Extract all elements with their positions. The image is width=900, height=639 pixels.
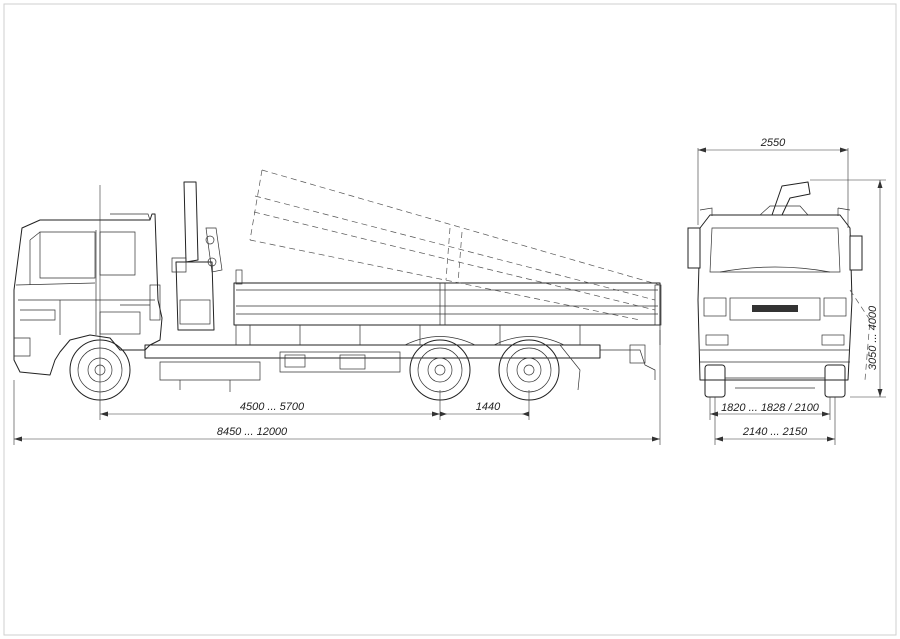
- wheelbase-label: 4500 ... 5700: [240, 401, 305, 413]
- cargo-body-side: [233, 269, 662, 345]
- side-dimensions: [13, 185, 661, 445]
- tipped-body-dashed: [249, 169, 661, 321]
- track-width-label: 1820 ... 1828 / 2100: [721, 402, 820, 414]
- overall-width-label: 2550: [760, 137, 786, 149]
- crane-front: [771, 181, 811, 216]
- outer-width-label: 2140 ... 2150: [742, 426, 808, 438]
- brand-badge: [752, 305, 798, 312]
- left-mirror: [687, 227, 701, 269]
- overall-length-label: 8450 ... 12000: [217, 426, 288, 438]
- front-right-wheel: [824, 364, 846, 398]
- front-view-truck: [687, 181, 871, 398]
- wheel-arches: [404, 336, 565, 346]
- side-view-truck: [13, 169, 662, 401]
- front-grille: [729, 297, 821, 321]
- front-dimensions: [697, 147, 886, 445]
- right-mirror: [849, 235, 863, 271]
- drawing-frame: [3, 3, 897, 636]
- crane-side: [171, 181, 223, 331]
- overall-height-label: 3050 ... 4000: [867, 305, 879, 370]
- cab-side: [13, 213, 163, 376]
- chassis-frame: [144, 344, 656, 392]
- tandem-spacing-label: 1440: [476, 401, 501, 413]
- front-left-wheel: [704, 364, 726, 398]
- windshield: [709, 227, 841, 273]
